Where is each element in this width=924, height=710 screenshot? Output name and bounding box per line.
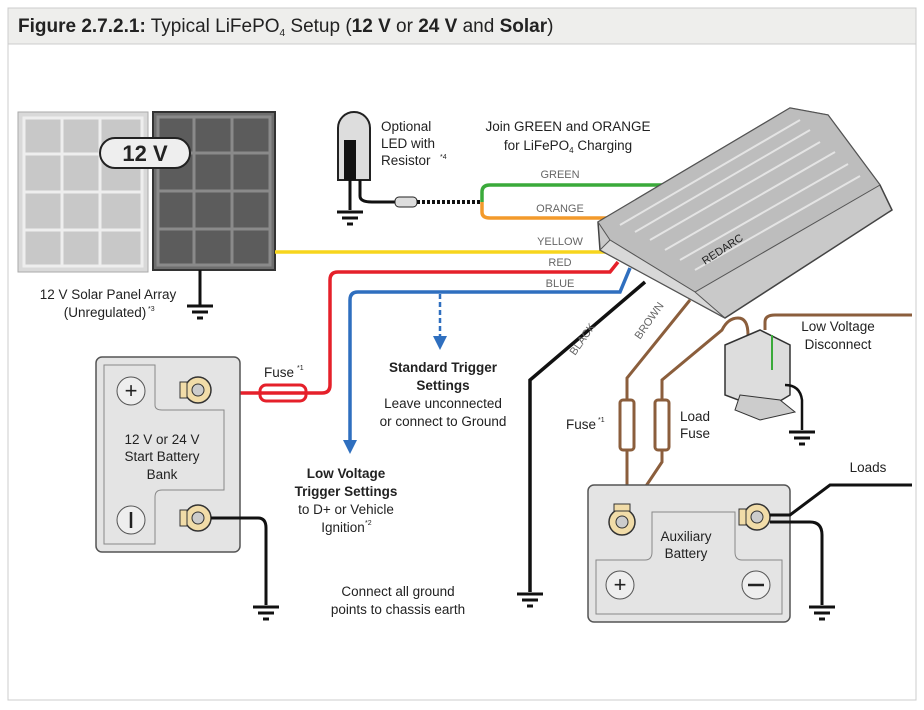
plus-icon: + bbox=[614, 572, 627, 597]
start-battery: + 12 V or 24 V Start Battery Bank bbox=[95, 356, 241, 553]
fuse-label: Fuse bbox=[264, 365, 294, 380]
fuse-icon bbox=[258, 383, 308, 403]
join-note: Join GREEN and ORANGE bbox=[485, 119, 650, 134]
aux-battery-label: Auxiliary bbox=[660, 529, 711, 544]
title-bar bbox=[7, 7, 917, 45]
loads-label: Loads bbox=[850, 460, 887, 475]
footnote: *1 bbox=[297, 365, 304, 372]
wire-label-orange: ORANGE bbox=[536, 203, 584, 215]
footnote: *2 bbox=[365, 520, 372, 527]
resistor-icon bbox=[394, 196, 418, 208]
blue-wire bbox=[348, 267, 632, 440]
fuse-label: Fuse bbox=[566, 417, 596, 432]
orange-wire bbox=[480, 202, 620, 220]
lv-trigger-title: Low Voltage bbox=[307, 466, 386, 481]
green-wire bbox=[480, 183, 665, 202]
plus-icon: + bbox=[125, 378, 138, 403]
arrow-icon bbox=[433, 336, 447, 350]
standard-trigger-desc-2: or connect to Ground bbox=[380, 414, 507, 429]
battery-label-3: Bank bbox=[147, 467, 178, 482]
wire-label-yellow: YELLOW bbox=[537, 236, 583, 248]
load-fuse-label-2: Fuse bbox=[680, 426, 710, 441]
load-fuse-label: Load bbox=[680, 409, 710, 424]
auxiliary-battery: + Auxiliary Battery bbox=[587, 484, 791, 623]
standard-trigger-title: Standard Trigger bbox=[389, 360, 498, 375]
footnote: *3 bbox=[148, 306, 155, 313]
black-wire bbox=[528, 280, 647, 592]
figure-title: Figure 2.7.2.1: Typical LiFePO4 Setup (1… bbox=[18, 16, 553, 39]
red-wire bbox=[235, 260, 620, 395]
led-label-3: Resistor bbox=[381, 153, 431, 168]
solar-label-2: (Unregulated) bbox=[64, 305, 147, 320]
solar-label: 12 V Solar Panel Array bbox=[40, 287, 177, 302]
voltage-badge: 12 V bbox=[122, 141, 168, 166]
join-note-2: for LiFePO4 Charging bbox=[504, 138, 632, 155]
solar-panel-array: 12 V bbox=[17, 111, 276, 273]
footnote: *1 bbox=[598, 417, 605, 424]
led-label-2: LED with bbox=[381, 136, 435, 151]
load-wire bbox=[770, 483, 912, 517]
wire-label-red: RED bbox=[548, 257, 571, 269]
ground-note: Connect all ground bbox=[341, 584, 454, 599]
standard-trigger-title-2: Settings bbox=[416, 378, 469, 393]
ground-note-2: points to chassis earth bbox=[331, 602, 465, 617]
battery-label: 12 V or 24 V bbox=[124, 432, 199, 447]
lvd-label-2: Disconnect bbox=[805, 337, 872, 352]
low-voltage-disconnect-relay bbox=[724, 329, 804, 430]
fuse-icon bbox=[618, 398, 636, 452]
lvd-label: Low Voltage bbox=[801, 319, 875, 334]
redarc-charger-device: REDARC bbox=[597, 107, 893, 319]
aux-battery-label-2: Battery bbox=[665, 546, 708, 561]
battery-label-2: Start Battery bbox=[124, 449, 199, 464]
wire-label-green: GREEN bbox=[540, 169, 579, 181]
footnote: *4 bbox=[440, 154, 447, 161]
load-fuse-icon bbox=[653, 398, 671, 452]
led-label: Optional bbox=[381, 119, 431, 134]
arrow-icon bbox=[343, 440, 357, 454]
standard-trigger-desc: Leave unconnected bbox=[384, 396, 502, 411]
lv-trigger-title-2: Trigger Settings bbox=[295, 484, 398, 499]
lv-trigger-desc: to D+ or Vehicle bbox=[298, 502, 394, 517]
wire-label-blue: BLUE bbox=[546, 278, 575, 290]
lv-trigger-desc-2: Ignition bbox=[321, 520, 365, 535]
led-icon bbox=[337, 111, 371, 181]
